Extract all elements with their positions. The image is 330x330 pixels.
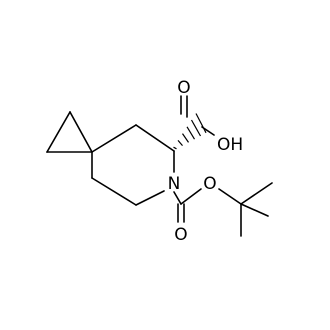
- bond-cp-left-top: [46, 111, 71, 153]
- atom-label-acid-carbonyl-o: O: [177, 78, 190, 98]
- bond-tbu-methyl-up: [240, 182, 273, 205]
- bond-tbu-methyl-right: [240, 203, 269, 217]
- atom-label-ester-o: O: [203, 174, 216, 194]
- bond-n-c7: [135, 190, 165, 206]
- boc-group: O O: [173, 174, 273, 245]
- bond-n-boc-carbon: [173, 191, 182, 205]
- atom-label-boc-carbonyl-o: O: [174, 225, 187, 245]
- bond-c4-c5: [135, 124, 175, 152]
- hashed-wedge-bond: [173, 113, 207, 150]
- bond-boc-c-ester-o: [180, 188, 202, 205]
- bond-c7-c8: [91, 177, 137, 206]
- bond-cp-top-spiro: [69, 111, 93, 153]
- atom-label-nitrogen: N: [168, 174, 181, 194]
- carboxylic-acid-group: O OH: [177, 78, 243, 155]
- atom-label-hydroxyl: OH: [217, 135, 243, 155]
- cyclopropane-ring: [46, 111, 93, 153]
- bond-spiro-c4: [91, 124, 137, 153]
- bond-ester-o-tbu: [218, 188, 242, 205]
- bond-acid-c-oh: [201, 126, 215, 136]
- piperidine-ring: [91, 124, 175, 206]
